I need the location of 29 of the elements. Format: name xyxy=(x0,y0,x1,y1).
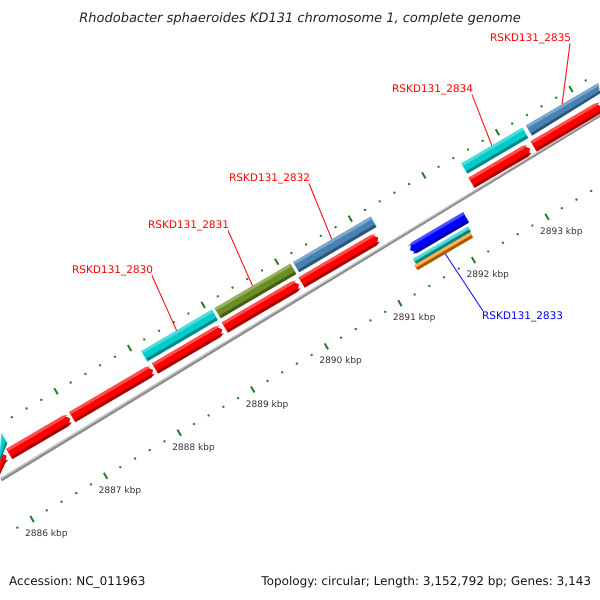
scale-label: 2889 kbp xyxy=(246,400,288,410)
scale-label: 2887 kbp xyxy=(98,486,142,496)
gene-label: RSKD131_2834 xyxy=(392,84,473,94)
leader-line xyxy=(444,253,484,312)
gene-bar xyxy=(526,82,600,136)
gene-label: RSKD131_2835 xyxy=(490,33,571,44)
title: Rhodobacter sphaeroides KD131 chromosome 1, complete genome xyxy=(78,11,522,26)
leader-line xyxy=(152,275,178,331)
gene-label: RSKD131_2833 xyxy=(482,311,563,322)
leader-line xyxy=(308,183,332,240)
scale-label: 2892 kbp xyxy=(466,271,509,280)
genome-info-text: Topology: circular; Length: 3,152,792 bp; Genes: 3,143 xyxy=(261,575,591,587)
scale-label: 2893 kbp xyxy=(540,228,582,237)
gene-label: RSKD131_2830 xyxy=(72,265,153,276)
gene-bar xyxy=(214,264,296,318)
gene-bar xyxy=(414,232,474,270)
leader-line xyxy=(228,230,253,286)
accession-text: Accession: NC_011963 xyxy=(9,575,146,587)
scale-label: 2886 kbp xyxy=(25,530,68,539)
gene-bar xyxy=(293,216,377,272)
gene-bar xyxy=(461,128,528,174)
gene-bar xyxy=(141,310,218,362)
leader-line xyxy=(472,94,492,146)
scale-label: 2891 kbp xyxy=(392,314,436,324)
leader-line xyxy=(562,43,570,105)
scale-label: 2890 kbp xyxy=(319,357,362,366)
gene-label: RSKD131_2831 xyxy=(148,220,229,230)
scale-label: 2888 kbp xyxy=(172,444,215,453)
gene-label: RSKD131_2832 xyxy=(229,173,310,184)
